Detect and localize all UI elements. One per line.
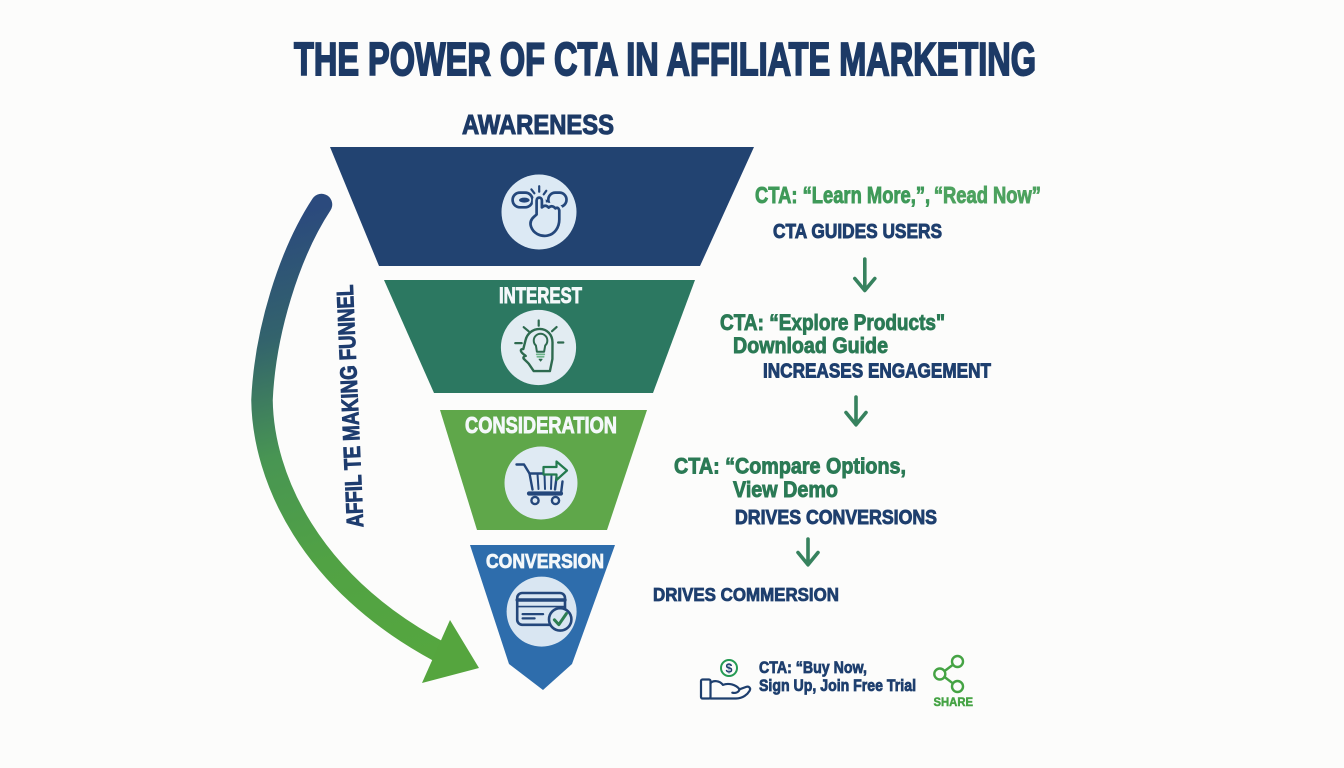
svg-text:INCREASES ENGAGEMENT: INCREASES ENGAGEMENT	[763, 361, 991, 383]
svg-text:INTEREST: INTEREST	[499, 283, 582, 308]
svg-text:CONSIDERATION: CONSIDERATION	[465, 412, 617, 438]
svg-text:CONVERSION: CONVERSION	[486, 551, 604, 573]
svg-text:THE POWER OF CTA IN AFFILIATE: THE POWER OF CTA IN AFFILIATE MARKETING	[294, 33, 1036, 85]
svg-text:CTA GUIDES USERS: CTA GUIDES USERS	[773, 221, 942, 243]
svg-text:Download Guide: Download Guide	[733, 333, 888, 358]
svg-text:View Demo: View Demo	[733, 477, 838, 502]
svg-text:DRIVES CONVERSIONS: DRIVES CONVERSIONS	[735, 507, 937, 529]
svg-text:CTA: “Buy Now,: CTA: “Buy Now,	[759, 658, 867, 677]
svg-text:Sign Up, Join Free Trial: Sign Up, Join Free Trial	[759, 676, 916, 695]
svg-text:CTA: “Learn More,”, “Read Now”: CTA: “Learn More,”, “Read Now”	[755, 182, 1041, 208]
svg-text:$: $	[726, 661, 733, 675]
svg-text:AWARENESS: AWARENESS	[462, 109, 614, 140]
svg-text:CTA: “Explore Products": CTA: “Explore Products"	[720, 310, 945, 335]
svg-text:DRIVES COMMERSION: DRIVES COMMERSION	[653, 585, 839, 605]
svg-text:SHARE: SHARE	[934, 695, 974, 709]
svg-text:CTA: “Compare Options,: CTA: “Compare Options,	[674, 454, 906, 479]
